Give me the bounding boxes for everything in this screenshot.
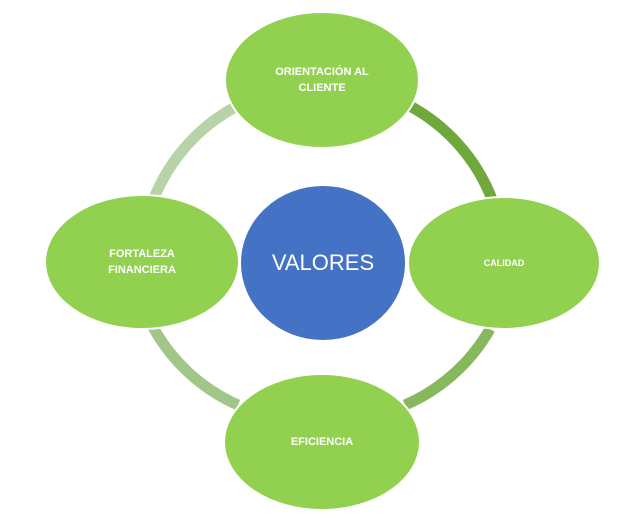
arc-left-to-top <box>147 98 246 203</box>
arc-right-to-bottom <box>402 326 495 411</box>
node-bottom <box>223 373 421 511</box>
node-top <box>224 11 420 149</box>
center-circle <box>239 184 407 342</box>
arc-bottom-to-left <box>148 324 241 411</box>
arc-top-to-right <box>397 96 499 204</box>
node-right <box>407 196 601 330</box>
node-left <box>44 194 240 330</box>
